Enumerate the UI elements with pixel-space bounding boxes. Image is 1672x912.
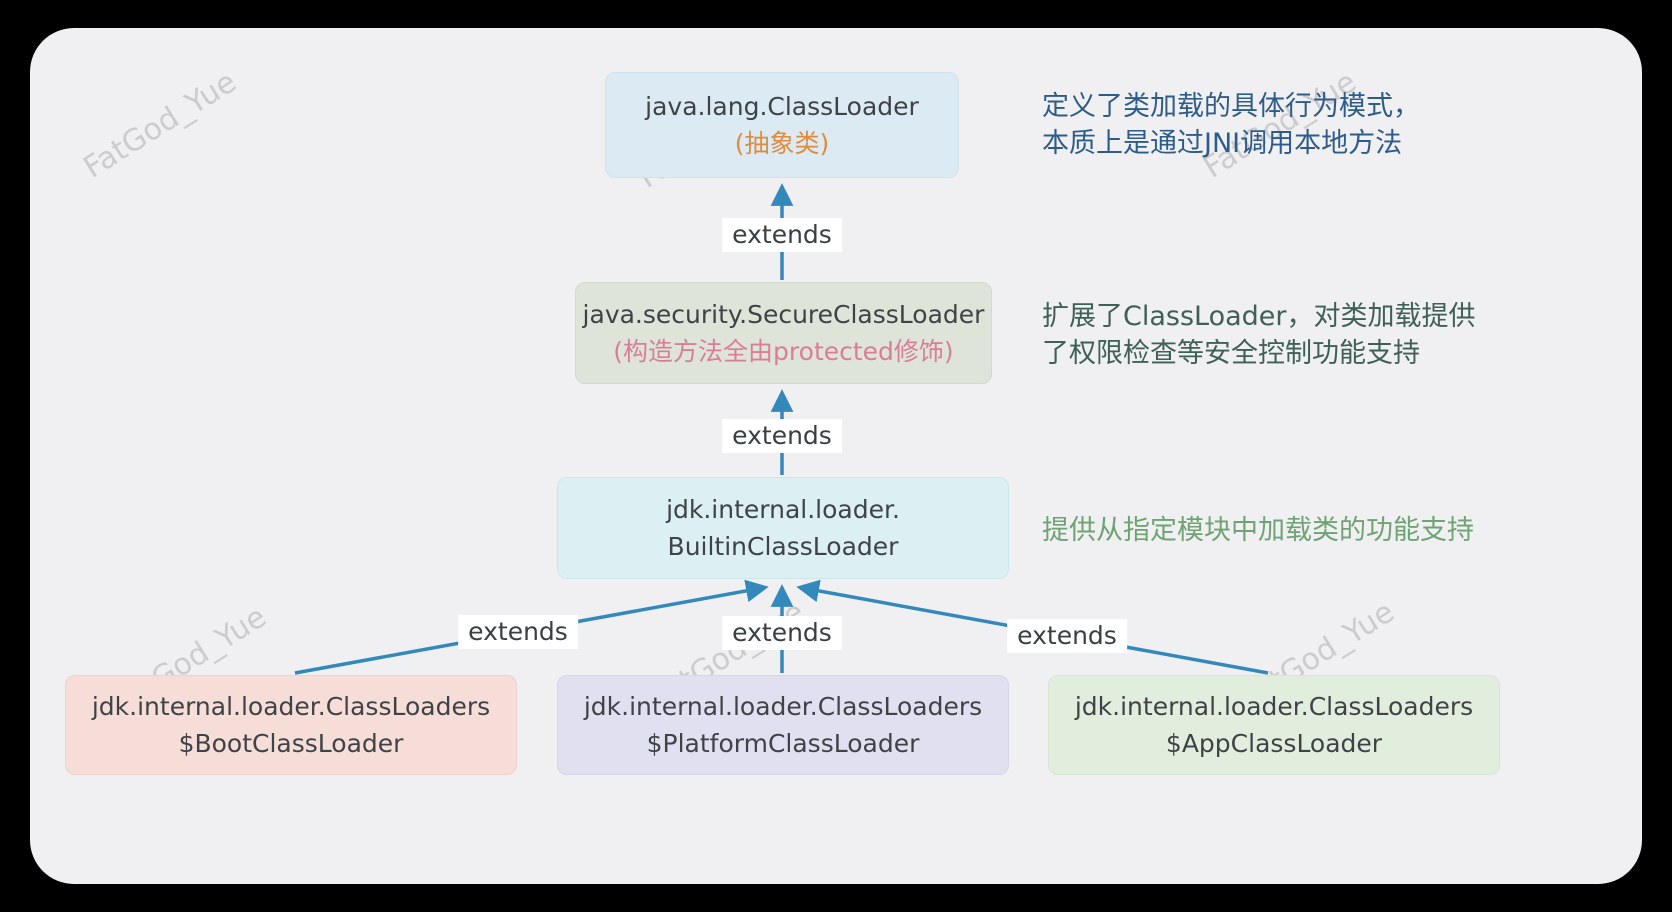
extends-label-platform: extends xyxy=(722,616,842,650)
node-app-classloader: jdk.internal.loader.ClassLoaders $AppCla… xyxy=(1048,675,1500,775)
node-title: jdk.internal.loader.ClassLoaders xyxy=(583,692,983,721)
node-title: jdk.internal.loader. xyxy=(666,495,900,524)
node-secure-classloader: java.security.SecureClassLoader (构造方法全由p… xyxy=(575,282,992,384)
annotation-classloader: 定义了类加载的具体行为模式， 本质上是通过JNI调用本地方法 xyxy=(1042,88,1420,162)
node-subtitle-abstract: (抽象类) xyxy=(734,129,830,158)
annotation-line: 了权限检查等安全控制功能支持 xyxy=(1042,338,1420,369)
extends-label-classloader: extends xyxy=(722,218,842,252)
annotation-line: 定义了类加载的具体行为模式， xyxy=(1042,91,1420,122)
node-title: java.lang.ClassLoader xyxy=(645,92,919,121)
extends-label-boot: extends xyxy=(458,615,578,649)
node-title-line2: $AppClassLoader xyxy=(1165,729,1383,758)
node-title-line2: $BootClassLoader xyxy=(178,729,404,758)
annotation-line: 提供从指定模块中加载类的功能支持 xyxy=(1042,515,1474,546)
annotation-builtin: 提供从指定模块中加载类的功能支持 xyxy=(1042,512,1474,549)
annotation-line: 本质上是通过JNI调用本地方法 xyxy=(1042,128,1403,159)
node-java-lang-classloader: java.lang.ClassLoader (抽象类) xyxy=(605,72,959,178)
node-subtitle-protected: (构造方法全由protected修饰) xyxy=(613,337,954,366)
node-boot-classloader: jdk.internal.loader.ClassLoaders $BootCl… xyxy=(65,675,517,775)
node-platform-classloader: jdk.internal.loader.ClassLoaders $Platfo… xyxy=(557,675,1009,775)
node-title: jdk.internal.loader.ClassLoaders xyxy=(1074,692,1474,721)
node-title: java.security.SecureClassLoader xyxy=(582,300,985,329)
extends-label-app: extends xyxy=(1007,619,1127,653)
annotation-secure: 扩展了ClassLoader，对类加载提供 了权限检查等安全控制功能支持 xyxy=(1042,298,1476,372)
node-builtin-classloader: jdk.internal.loader. BuiltinClassLoader xyxy=(557,477,1009,579)
node-title: jdk.internal.loader.ClassLoaders xyxy=(91,692,491,721)
extends-label-secure: extends xyxy=(722,419,842,453)
node-title-line2: $PlatformClassLoader xyxy=(646,729,920,758)
node-title-line2: BuiltinClassLoader xyxy=(667,532,899,561)
annotation-line: 扩展了ClassLoader，对类加载提供 xyxy=(1042,301,1476,332)
